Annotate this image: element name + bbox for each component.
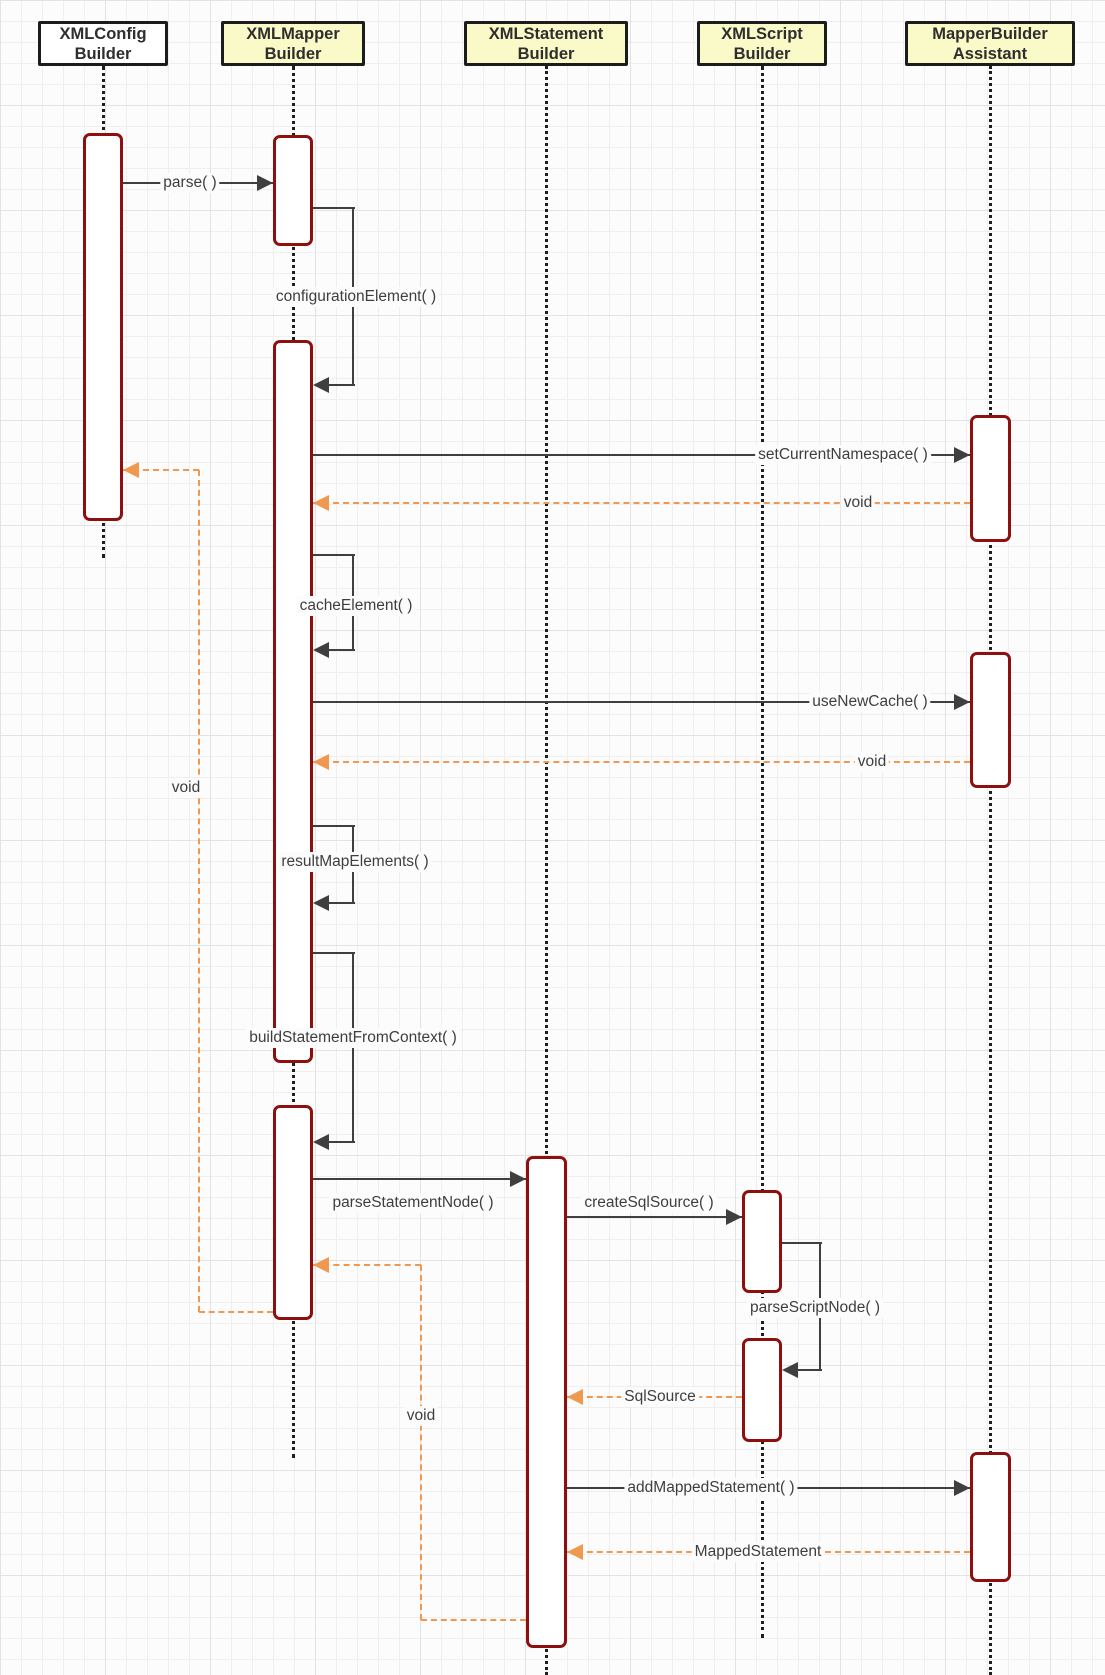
- message-5-usenewcache-label: useNewCache( ): [809, 692, 931, 712]
- activation-mapperbuilderassistant-8: [970, 652, 1011, 788]
- activation-xmlmapperbuilder-2: [273, 340, 313, 1063]
- activation-xmlscriptbuilder-5: [742, 1190, 782, 1293]
- message-4-cacheelement-arrowhead: [313, 642, 329, 658]
- participant-label-line1: MapperBuilder: [932, 24, 1048, 43]
- message-7-resultmapelements-arrowhead: [313, 895, 329, 911]
- message-0-parse-label: parse( ): [160, 173, 220, 193]
- message-2-setcurrentnamespace-line: [313, 454, 970, 456]
- participant-label-line2: Assistant: [952, 44, 1028, 63]
- participant-label-line2: Builder: [517, 44, 575, 63]
- activation-xmlmapperbuilder-3: [273, 1105, 313, 1320]
- activation-xmlstatementbuilder-4: [526, 1156, 567, 1648]
- participant-label-line1: XMLStatement: [488, 24, 604, 43]
- message-14-mappedstatement-arrowhead: [567, 1544, 583, 1560]
- message-8-buildstatementfromcontext-arrowhead: [313, 1134, 329, 1150]
- message-11-parsescriptnode-arrowhead: [782, 1362, 798, 1378]
- message-6-void-arrowhead: [313, 754, 329, 770]
- message-16-void-label: void: [403, 1406, 439, 1426]
- message-1-configurationelement-line-back: [327, 384, 355, 386]
- message-9-parsestatementnode-line: [313, 1178, 526, 1180]
- lifeline-mapperbuilderassistant: [989, 66, 992, 1675]
- message-6-void-line: [313, 761, 970, 763]
- participant-label-line1: XMLConfig: [59, 24, 147, 43]
- participant-label-line1: XMLMapper: [246, 24, 340, 43]
- message-13-addmappedstatement-arrowhead: [954, 1480, 970, 1496]
- message-14-mappedstatement-label: MappedStatement: [691, 1542, 825, 1562]
- participant-label-line1: XMLScript: [721, 24, 803, 43]
- message-6-void-label: void: [854, 752, 890, 772]
- activation-xmlscriptbuilder-6: [742, 1338, 782, 1442]
- message-7-resultmapelements-label: resultMapElements( ): [278, 852, 432, 872]
- message-15-void-seg0: [199, 1311, 273, 1313]
- message-9-parsestatementnode-label: parseStatementNode( ): [329, 1193, 497, 1213]
- message-3-void-line: [313, 502, 970, 504]
- message-10-createsqlsource-arrowhead: [726, 1209, 742, 1225]
- message-16-void-seg2: [313, 1264, 421, 1266]
- message-8-buildstatementfromcontext-line-back: [327, 1141, 355, 1143]
- activation-mapperbuilderassistant-9: [970, 1452, 1011, 1582]
- participant-label-line2: Builder: [74, 44, 132, 63]
- message-12-sqlsource-label: SqlSource: [621, 1387, 699, 1407]
- message-13-addmappedstatement-label: addMappedStatement( ): [624, 1478, 798, 1498]
- lifeline-xmlscriptbuilder: [761, 66, 764, 1638]
- activation-xmlconfigbuilder-0: [83, 133, 123, 521]
- message-4-cacheelement-line-out: [313, 554, 355, 556]
- message-5-usenewcache-line: [313, 701, 970, 703]
- message-9-parsestatementnode-arrowhead: [510, 1171, 526, 1187]
- message-0-parse-arrowhead: [257, 175, 273, 191]
- activation-xmlmapperbuilder-1: [273, 135, 313, 246]
- message-2-setcurrentnamespace-arrowhead: [954, 447, 970, 463]
- message-15-void-arrowhead: [123, 462, 139, 478]
- message-15-void-seg2: [123, 469, 199, 471]
- message-1-configurationelement-line-out: [313, 207, 355, 209]
- message-11-parsescriptnode-line-back: [796, 1369, 822, 1371]
- message-5-usenewcache-arrowhead: [954, 694, 970, 710]
- message-11-parsescriptnode-line-out: [782, 1242, 822, 1244]
- participant-label-line2: Builder: [733, 44, 791, 63]
- message-16-void-arrowhead: [313, 1257, 329, 1273]
- message-3-void-label: void: [840, 493, 876, 513]
- message-8-buildstatementfromcontext-line-down: [352, 953, 354, 1143]
- participant-label-line2: Builder: [264, 44, 322, 63]
- lifeline-xmlstatementbuilder: [545, 66, 548, 1675]
- message-3-void-arrowhead: [313, 495, 329, 511]
- message-16-void-seg1: [420, 1265, 422, 1620]
- message-16-void-seg0: [421, 1619, 526, 1621]
- activation-mapperbuilderassistant-7: [970, 415, 1011, 542]
- message-7-resultmapelements-line-out: [313, 825, 355, 827]
- message-7-resultmapelements-line-back: [327, 902, 355, 904]
- message-2-setcurrentnamespace-label: setCurrentNamespace( ): [755, 445, 931, 465]
- message-12-sqlsource-arrowhead: [567, 1389, 583, 1405]
- message-11-parsescriptnode-label: parseScriptNode( ): [746, 1298, 884, 1318]
- message-10-createsqlsource-label: createSqlSource( ): [581, 1193, 717, 1213]
- message-1-configurationelement-label: configurationElement( ): [272, 287, 440, 307]
- message-1-configurationelement-arrowhead: [313, 377, 329, 393]
- message-4-cacheelement-line-back: [327, 649, 355, 651]
- message-10-createsqlsource-line: [567, 1216, 742, 1218]
- message-15-void-label: void: [168, 778, 204, 798]
- message-8-buildstatementfromcontext-label: buildStatementFromContext( ): [246, 1028, 460, 1048]
- message-4-cacheelement-label: cacheElement( ): [296, 596, 416, 616]
- message-8-buildstatementfromcontext-line-out: [313, 952, 355, 954]
- message-15-void-seg1: [198, 470, 200, 1312]
